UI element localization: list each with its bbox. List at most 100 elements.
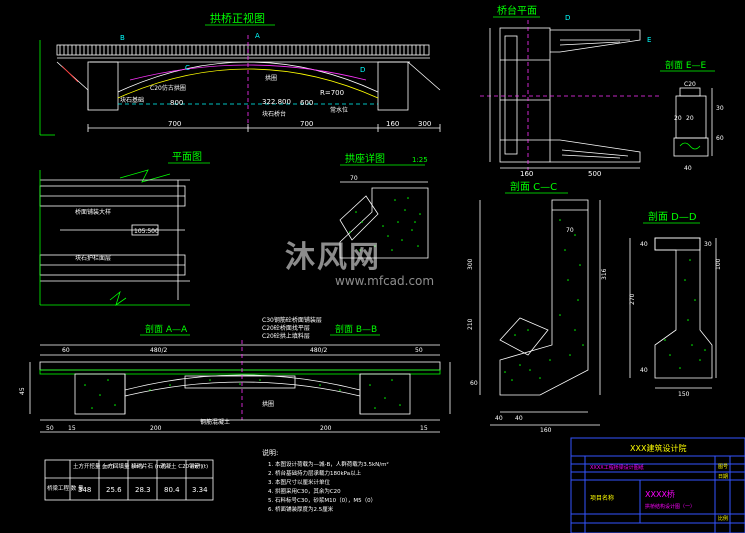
ee-top: C20 [684, 81, 696, 88]
notes-item-5: 6. 桥面铺装厚度为2.5厘米 [268, 505, 334, 513]
front-dim-right: 700 [300, 120, 313, 128]
front-rise: R=700 [320, 89, 344, 97]
cc-w3: 160 [540, 427, 552, 434]
ee-h2: 60 [716, 135, 724, 142]
svg-text:45: 45 [19, 387, 26, 395]
cc-h3: 60 [470, 380, 478, 387]
aa-d3: 50 [46, 425, 54, 432]
cc-h1: 300 [467, 258, 474, 270]
qt-header-3: 混凝土 C20 (m³) [160, 462, 203, 470]
cc-w1: 40 [495, 415, 503, 422]
aa-w2: 50 [415, 347, 423, 354]
tb-scale: 比例 [718, 515, 728, 522]
front-dim-end: 300 [418, 120, 431, 128]
notes-item-2: 3. 本图尺寸以厘米计单位 [268, 478, 330, 486]
abutment-plan-title: 桥台平面 [497, 4, 537, 17]
notes-item-0: 1. 本图设计荷载为—城-B，人群荷载为3.5kN/m² [268, 460, 389, 468]
dd-h2: 270 [629, 293, 636, 305]
front-note-base: 块石基础 [120, 96, 144, 104]
aa-d2: 200 [320, 425, 332, 432]
qt-val-2: 28.3 [135, 486, 151, 494]
abut-lbl-e: E [647, 36, 651, 44]
notes-item-1: 2. 桥台基础持力层承载力180kPa以上 [268, 469, 362, 477]
qt-val-1: 25.6 [106, 486, 122, 494]
aa-d4: 15 [68, 425, 76, 432]
qt-header-1: 土方回填量 (m³) [102, 462, 143, 470]
section-dd: 剖面 D—D 100 270 150 40 30 40 [629, 210, 722, 398]
arch-seat-title: 拱座详图 [345, 152, 385, 165]
abut-dim-w2: 500 [588, 170, 601, 178]
abut-lbl-d: D [565, 14, 570, 22]
abutment-plan: 桥台平面 160 500 D E [480, 4, 660, 178]
aa-d5: 15 [420, 425, 428, 432]
tb-label-project: 项目名称 [590, 494, 614, 502]
notes: 说明: 1. 本图设计荷载为—城-B，人群荷载为3.5kN/m² 2. 桥台基础… [262, 448, 389, 513]
abut-dim-w1: 160 [520, 170, 533, 178]
section-ee: 剖面 E—E C20 20 20 40 30 60 [660, 59, 724, 172]
cc-side: 316 [601, 268, 608, 280]
cc-w2: 40 [515, 415, 523, 422]
cc-h2: 210 [467, 318, 474, 330]
aa-half2: 480/2 [310, 347, 327, 354]
front-view-title: 拱桥正视图 [210, 11, 265, 25]
ee-w2: 20 [686, 115, 694, 122]
front-lbl-b: B [120, 34, 125, 42]
front-note-c20: C20仿古拱圈 [150, 84, 186, 92]
dd-h1: 100 [715, 258, 722, 270]
front-dim-mid: 800 [170, 99, 183, 107]
aa-note-base: 钢筋混凝土 [200, 418, 230, 426]
plan-view: 平面图 105.500 桥面铺装大样 块石护栏面层 [39, 151, 210, 306]
front-lbl-c: C [185, 64, 190, 72]
qt-header-2: 浆砌片石 (m³) [131, 462, 167, 470]
quantity-table: 土方开挖量 (m³) 土方回填量 (m³) 浆砌片石 (m³) 混凝土 C20 … [44, 459, 214, 501]
front-lbl-a: A [255, 32, 260, 40]
arch-seat-detail: 拱座详图 1:25 70 [339, 152, 429, 259]
aa-note-arch: 拱圈 [262, 400, 274, 408]
dd-side: 40 [640, 367, 648, 374]
section-dd-title: 剖面 D—D [648, 210, 697, 223]
qt-val-3: 80.4 [164, 486, 180, 494]
qt-row-label: 桥梁工程 数 量 [47, 484, 84, 492]
note-c20: C20砼桥面找平层 [262, 324, 310, 332]
qt-val-4: 3.34 [192, 486, 208, 494]
front-note-abut: 块石桥台 [262, 110, 286, 118]
aa-d1: 200 [150, 425, 162, 432]
qt-header-4: 钢筋 (t) [189, 462, 208, 470]
ee-h1: 30 [716, 105, 724, 112]
dd-w2: 30 [704, 241, 712, 248]
watermark-logo: 沐风网 www.mfcad.com [285, 240, 435, 289]
notes-heading: 说明: [262, 448, 278, 457]
qt-val-0: 348 [78, 486, 91, 494]
plan-length: 105.500 [134, 228, 159, 235]
section-cc: 剖面 C—C 300 210 316 70 40 40 160 60 [467, 180, 608, 434]
front-dim-side: 160 [386, 120, 399, 128]
front-dim-left: 700 [168, 120, 181, 128]
cc-top: 70 [566, 227, 574, 234]
ee-w1: 20 [674, 115, 682, 122]
tb-label-sheet: 图号 [718, 464, 728, 470]
plan-view-title: 平面图 [172, 151, 202, 163]
section-cc-title: 剖面 C—C [510, 180, 557, 193]
front-view: 拱桥正视图 700 700 160 300 800 600 R=700 [39, 11, 441, 136]
section-aa-bb: 剖面 A—A 剖面 B—B C30钢筋砼桥面铺装层 C20砼桥面找平层 C20砼… [19, 316, 451, 433]
ee-w3: 40 [684, 165, 692, 172]
section-aa-title: 剖面 A—A [145, 323, 188, 335]
dd-w1: 40 [640, 241, 648, 248]
plan-note2: 块石护栏面层 [75, 254, 111, 262]
notes-item-4: 5. 石料标号C30，砂浆M10（0），M5（0） [268, 496, 376, 504]
qt-header-0: 土方开挖量 (m³) [73, 462, 114, 470]
section-ee-title: 剖面 E—E [665, 59, 707, 71]
tb-label-date: 日期 [718, 474, 728, 480]
title-block: XXX建筑设计院 XXXX工程桥梁设计图纸 XXXX桥 拱桥结构设计图（一） 项… [570, 437, 745, 533]
note-fill: C20砼拱上填料层 [262, 332, 310, 340]
aa-w1: 60 [62, 347, 70, 354]
section-bb-title: 剖面 B—B [335, 323, 377, 335]
note-c30: C30钢筋砼桥面铺装层 [262, 316, 322, 324]
front-note-water: 常水位 [330, 106, 348, 114]
tb-project-small: XXXX工程桥梁设计图纸 [590, 464, 644, 471]
tb-company: XXX建筑设计院 [630, 443, 686, 453]
plan-note1: 桥面铺装大样 [75, 208, 111, 216]
front-elev: 322.800 [262, 98, 291, 106]
